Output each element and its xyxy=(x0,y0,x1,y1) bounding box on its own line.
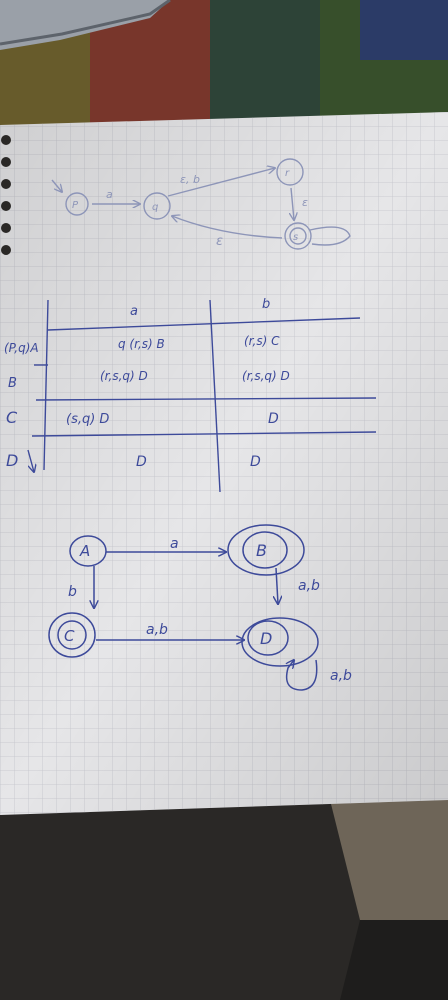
nfa-diagram xyxy=(51,158,351,250)
dfa-diagram xyxy=(48,524,319,691)
dfa-label-a-to-b: a xyxy=(170,536,179,552)
table-row3-a: (s,q) D xyxy=(66,412,109,427)
table-row1-a: q (r,s) B xyxy=(118,337,165,351)
nfa-state-q xyxy=(143,192,171,220)
nfa-state-s xyxy=(284,222,312,250)
table-row4-a: D xyxy=(136,454,147,470)
dfa-label-d-loop: a,b xyxy=(330,668,352,684)
nfa-state-p-label: P xyxy=(72,200,79,211)
dfa-label-c-to-d: a,b xyxy=(146,622,168,638)
table-header-b: b xyxy=(262,297,270,312)
nfa-label-eps-1: ε xyxy=(302,196,308,209)
dfa-state-c-label: C xyxy=(64,627,75,645)
dfa-state-c xyxy=(57,620,87,650)
table-row4-state: D xyxy=(6,451,18,470)
nfa-state-r xyxy=(276,158,304,186)
table-text: a b (P,q)A q (r,s) B (r,s) C B (r,s,q) D… xyxy=(4,297,290,470)
table-row1-state: (P,q)A xyxy=(4,341,39,355)
spiral-binding xyxy=(1,135,11,255)
background-dark xyxy=(0,800,448,1000)
dfa-state-d-label: D xyxy=(260,629,272,648)
dfa-state-a-label: A xyxy=(79,542,90,560)
table-row3-b: D xyxy=(268,411,279,427)
dfa-state-b xyxy=(242,531,288,569)
dfa-label-b-to-d: a,b xyxy=(298,578,320,594)
dfa-state-d xyxy=(247,620,289,656)
nfa-labels: P q r s a ε, b ε ε xyxy=(72,168,308,249)
nfa-label-a: a xyxy=(106,188,113,201)
table-row3-state: C xyxy=(6,408,18,427)
dfa-state-a xyxy=(69,535,107,567)
nfa-state-r-label: r xyxy=(285,168,290,179)
table-row2-b: (r,s,q) D xyxy=(242,369,290,383)
dfa-state-b-label: B xyxy=(256,541,267,560)
table-row1-b: (r,s) C xyxy=(244,334,280,348)
nfa-state-s-label: s xyxy=(293,232,298,243)
table-row2-state: B xyxy=(8,376,17,391)
notebook-page xyxy=(0,112,448,815)
nfa-state-q-label: q xyxy=(152,202,158,213)
nfa-label-eps-b: ε, b xyxy=(180,173,200,186)
table-row2-a: (r,s,q) D xyxy=(100,369,148,383)
transition-table xyxy=(27,299,377,493)
dfa-label-a-to-c: b xyxy=(68,584,77,600)
nfa-label-eps-2: ε xyxy=(216,234,223,249)
nfa-state-p xyxy=(65,192,89,216)
table-row4-b: D xyxy=(250,454,261,470)
dfa-labels: A B C D a b a,b a,b a,b xyxy=(64,536,352,684)
table-header-a: a xyxy=(130,304,138,319)
